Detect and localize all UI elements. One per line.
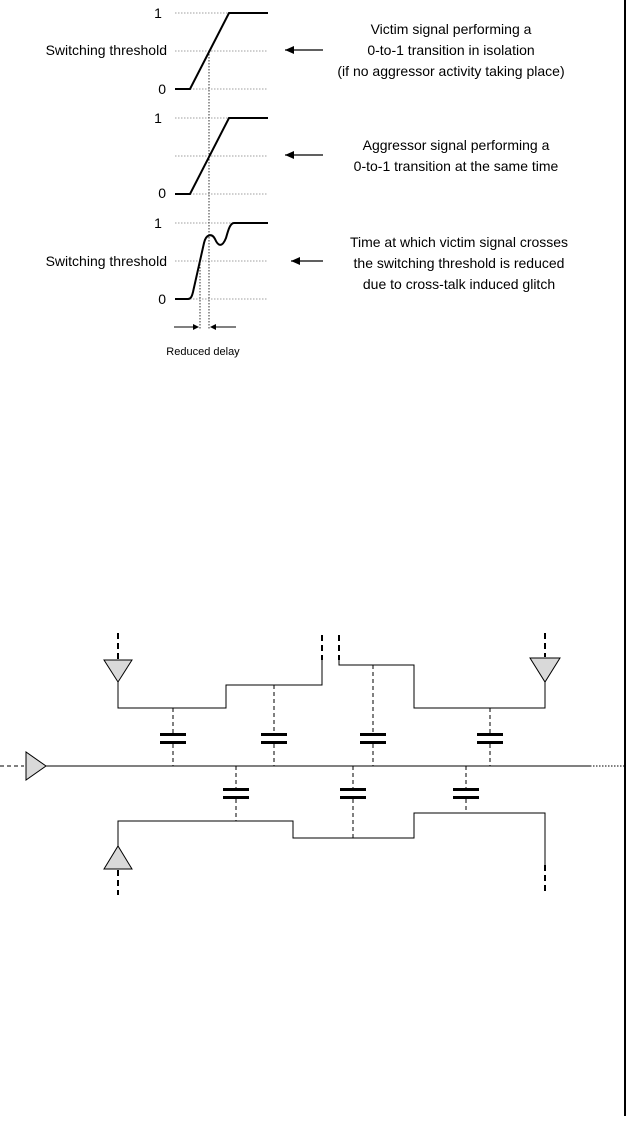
annotation-line-1: Time at which victim signal crosses: [350, 234, 568, 250]
reduced-delay-marker: Reduced delay: [166, 324, 240, 358]
capacitor-plate: [160, 741, 186, 744]
capacitor-plate: [223, 788, 249, 791]
coupling-capacitor: [453, 766, 479, 813]
aggressor-wire: [117, 812, 546, 865]
capacitor-plate: [223, 796, 249, 799]
annotation-line-2: 0-to-1 transition at the same time: [354, 158, 559, 174]
threshold-label: Switching threshold: [46, 253, 167, 269]
aggressor-bottom-net: [103, 812, 546, 895]
capacitor-plate: [261, 733, 287, 736]
capacitor-plate: [261, 741, 287, 744]
capacitor-plate: [160, 733, 186, 736]
timing-diagram: 1 Switching threshold 0 Victim signal pe…: [46, 5, 568, 358]
coupling-capacitor: [261, 685, 287, 766]
reduced-delay-label: Reduced delay: [166, 346, 240, 358]
aggressor-driver-triangle-icon: [103, 845, 133, 870]
annotation-line-3: (if no aggressor activity taking place): [337, 63, 564, 79]
coupling-capacitor: [477, 708, 503, 766]
coupling-diagram: [0, 633, 624, 895]
annotation-line-2: the switching threshold is reduced: [354, 255, 565, 271]
level-zero-label: 0: [158, 81, 166, 97]
capacitor-plate: [453, 796, 479, 799]
annotation-line-1: Aggressor signal performing a: [363, 137, 550, 153]
aggressor-driver-triangle-icon: [103, 659, 133, 683]
waveform-trace: [175, 117, 268, 195]
capacitor-plate: [360, 733, 386, 736]
waveform-aggressor: 1 0 Aggressor signal performing a 0-to-1…: [154, 110, 558, 201]
coupling-capacitor: [223, 766, 249, 821]
aggressor-top-left-net: [103, 633, 323, 709]
coupling-capacitor: [360, 665, 386, 766]
annotation-line-1: Victim signal performing a: [371, 21, 532, 37]
arrow-head-icon: [291, 257, 300, 265]
threshold-label: Switching threshold: [46, 42, 167, 58]
aggressor-receiver-triangle-icon: [529, 657, 561, 683]
coupling-capacitor: [340, 766, 366, 838]
level-zero-label: 0: [158, 291, 166, 307]
aggressor-wire: [338, 660, 546, 709]
capacitor-plate: [360, 741, 386, 744]
page-border: [624, 0, 626, 1116]
annotation-line-2: 0-to-1 transition in isolation: [367, 42, 534, 58]
arrow-head-icon: [285, 46, 294, 54]
victim-driver-triangle-icon: [25, 751, 47, 781]
capacitor-plate: [340, 796, 366, 799]
level-one-label: 1: [154, 215, 162, 231]
annotation-line-3: due to cross-talk induced glitch: [363, 276, 555, 292]
victim-net: [0, 751, 624, 781]
level-zero-label: 0: [158, 185, 166, 201]
aggressor-top-right-net: [338, 633, 561, 709]
level-one-label: 1: [154, 110, 162, 126]
level-one-label: 1: [154, 5, 162, 21]
delay-arrowhead-right-icon: [193, 324, 199, 330]
capacitor-plate: [477, 741, 503, 744]
waveform-victim-crosstalk: 1 Switching threshold 0 Time at which vi…: [46, 215, 568, 307]
arrow-head-icon: [285, 151, 294, 159]
capacitor-plate: [340, 788, 366, 791]
delay-arrowhead-left-icon: [210, 324, 216, 330]
waveform-victim-isolation: 1 Switching threshold 0 Victim signal pe…: [46, 5, 565, 97]
waveform-trace: [175, 12, 268, 90]
waveform-trace: [175, 222, 268, 300]
aggressor-wire: [117, 660, 323, 709]
capacitor-plate: [453, 788, 479, 791]
coupling-capacitor: [160, 708, 186, 766]
capacitor-plate: [477, 733, 503, 736]
